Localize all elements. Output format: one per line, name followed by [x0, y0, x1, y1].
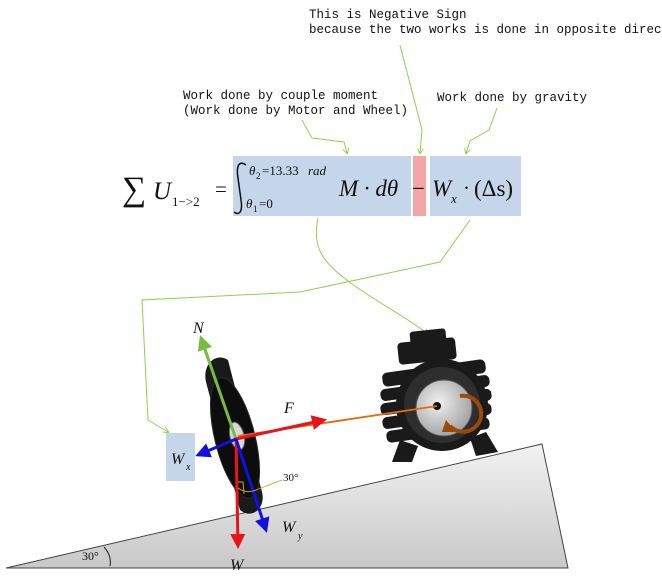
friction-force-label: F	[283, 400, 294, 417]
lower-limit-theta-sub: 1	[253, 204, 258, 214]
normal-force-arrow	[197, 335, 238, 440]
incline-angle-arc	[103, 546, 111, 567]
delta-s-term: (Δs)	[474, 176, 513, 201]
lower-limit-value: =0	[259, 196, 273, 211]
work-u-symbol: U	[153, 178, 173, 205]
gravity-w-subscript: x	[450, 191, 457, 206]
gravity-work-label: Work done by gravity	[437, 91, 588, 105]
weight-angle-bracket	[238, 481, 245, 495]
wx-label: W	[171, 451, 186, 468]
lower-limit-theta: θ	[246, 196, 253, 211]
weight-angle-label: 30°	[283, 472, 298, 484]
friction-force-arrow	[235, 415, 327, 441]
upper-limit-value: =13.33	[262, 163, 299, 178]
leader-couple-work	[301, 119, 347, 153]
minus-sign-box	[413, 156, 426, 216]
gravity-dot: ·	[463, 176, 470, 200]
wy-label: W	[282, 519, 297, 536]
upper-limit-unit: rad	[308, 163, 327, 178]
inclined-plane	[5, 443, 569, 569]
negative-sign-label-line1: This is Negative Sign	[309, 8, 467, 22]
equals-sign: =	[215, 177, 227, 201]
weight-arrow	[230, 438, 246, 549]
work-u-subscript: 1−>2	[172, 194, 200, 209]
couple-work-label-line2: (Work done by Motor and Wheel)	[183, 104, 408, 118]
motor-rotation-arrowhead	[442, 420, 456, 432]
leader-to-wx	[141, 219, 471, 432]
gravity-work-box	[430, 156, 521, 216]
integral-sign	[233, 162, 247, 215]
couple-work-label-line1: Work done by couple moment	[183, 89, 378, 103]
couple-work-box	[233, 156, 411, 216]
weight-angle-pointer	[255, 479, 283, 491]
upper-limit-theta-sub: 2	[256, 171, 261, 181]
weight-label: W	[230, 557, 245, 574]
minus-sign: −	[412, 176, 425, 201]
upper-limit-theta: θ	[249, 163, 256, 178]
leader-to-motor	[315, 217, 428, 334]
wy-label-subscript: y	[297, 531, 303, 542]
wx-label-box	[166, 433, 195, 481]
incline-angle-label: 30°	[82, 549, 99, 563]
integrand: M · dθ	[338, 176, 398, 201]
sum-symbol: ∑	[122, 171, 146, 208]
normal-force-label: N	[192, 320, 205, 337]
leader-negative-sign	[399, 44, 422, 153]
gravity-w-symbol: W	[432, 176, 453, 201]
wx-label-subscript: x	[185, 462, 191, 473]
motor-hub	[415, 379, 473, 437]
weight-angle-arc	[237, 487, 257, 493]
wx-arrow	[195, 437, 237, 458]
negative-sign-label-line2: because the two works is done in opposit…	[309, 23, 662, 37]
wy-arrow	[234, 438, 270, 533]
motor-rotation-arrow	[448, 393, 484, 434]
leader-gravity-work	[466, 107, 498, 153]
